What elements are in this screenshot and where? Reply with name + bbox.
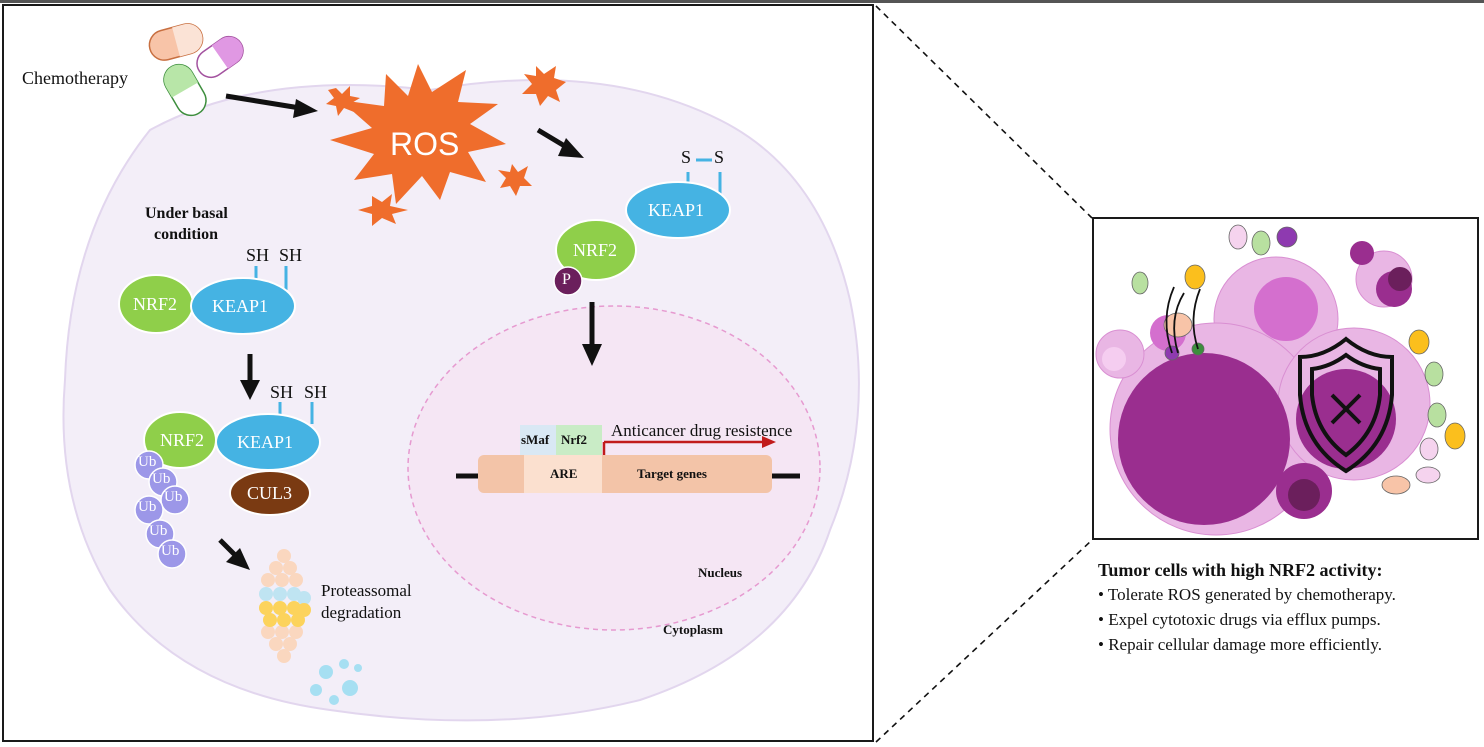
shield-x-icon [1298, 336, 1394, 474]
basal-condition-label-1: Under basal [145, 205, 228, 222]
cytoplasm-label: Cytoplasm [663, 622, 723, 637]
keap1-label-ub: KEAP1 [237, 432, 294, 452]
pill-capsules-icon [148, 23, 244, 117]
disulfide-s-left: S [681, 147, 692, 167]
ub-label: Ub [164, 489, 183, 505]
target-genes-label: Target genes [637, 466, 707, 481]
anticancer-resistance-label: Anticancer drug resistence [611, 421, 793, 440]
keap1-shape-basal [190, 277, 296, 335]
nrf2-shape-free [555, 219, 637, 281]
smaf-label: sMaf [521, 432, 550, 447]
keap1-label-basal: KEAP1 [212, 296, 269, 316]
chemotherapy-label: Chemotherapy [22, 68, 128, 88]
nrf2-label-ub: NRF2 [160, 430, 205, 450]
disulfide-s-right: S [714, 147, 725, 167]
proteasomal-label-2: degradation [321, 603, 402, 622]
are-label: ARE [550, 466, 578, 481]
sh-label-1b: SH [279, 245, 303, 265]
caption-bullet: • Tolerate ROS generated by chemotherapy… [1098, 585, 1396, 604]
nucleus-label: Nucleus [698, 565, 743, 580]
zoom-line-top [875, 5, 1093, 219]
ros-label: ROS [390, 126, 460, 162]
ub-label: Ub [138, 499, 157, 515]
ros-burst-icon [326, 64, 566, 226]
sh-label-1a: SH [246, 245, 270, 265]
caption-bullet: • Expel cytotoxic drugs via efflux pumps… [1098, 610, 1381, 629]
top-border [0, 0, 1484, 3]
phosphate-label: P [562, 271, 571, 288]
tumor-cells-illustration [1095, 224, 1466, 536]
pathway-arrows [218, 93, 602, 570]
phosphate-shape [553, 266, 583, 296]
tumor-cells-inset [1092, 217, 1479, 540]
zoom-line-bottom [875, 539, 1093, 743]
ub-label: Ub [152, 471, 171, 487]
cul3-label: CUL3 [247, 483, 292, 503]
caption-title: Tumor cells with high NRF2 activity: [1098, 560, 1383, 580]
ubiquitin-chain [134, 450, 190, 569]
sh-label-2a: SH [270, 382, 294, 402]
ub-label: Ub [149, 523, 168, 539]
basal-condition-label-2: condition [154, 226, 219, 243]
ub-label: Ub [138, 454, 157, 470]
sh-label-2b: SH [304, 382, 328, 402]
nrf2-label-basal: NRF2 [133, 294, 178, 314]
caption-bullet: • Repair cellular damage more efficientl… [1098, 635, 1382, 654]
nrf2-small-label: Nrf2 [561, 432, 587, 447]
keap1-label-oxidized: KEAP1 [648, 200, 705, 220]
keap1-shape-ub [215, 413, 321, 471]
proteasome-icon [259, 549, 311, 663]
gene-construct [456, 425, 800, 493]
nrf2-label-free: NRF2 [573, 240, 618, 260]
ub-label: Ub [161, 543, 180, 559]
cul3-shape [229, 470, 311, 516]
keap1-shape-oxidized [625, 181, 731, 239]
proteasomal-label-1: Proteassomal [321, 581, 412, 600]
peptide-fragments [310, 659, 362, 705]
